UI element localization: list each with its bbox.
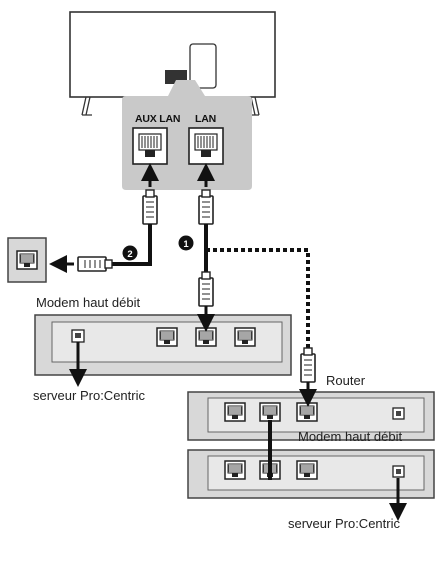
modem-bottom <box>187 449 435 499</box>
svg-text:1: 1 <box>183 239 189 250</box>
badge-1: 1 <box>178 235 194 251</box>
badge-2: 2 <box>122 245 138 261</box>
tv-port-panel: AUX LAN LAN <box>122 80 252 190</box>
cable-2 <box>49 163 159 273</box>
aux-lan-port[interactable] <box>132 127 168 165</box>
modem-top-label: Modem haut débit <box>36 295 141 310</box>
modem-top <box>34 314 292 376</box>
server-bottom-label: serveur Pro:Centric <box>288 516 400 531</box>
router-label: Router <box>326 373 366 388</box>
cable-1-router <box>206 248 317 407</box>
aux-lan-port-label: AUX LAN <box>135 113 180 125</box>
lan-port-label: LAN <box>195 113 216 125</box>
tv-back <box>69 11 276 116</box>
lan-port[interactable] <box>188 127 224 165</box>
server-left-label: serveur Pro:Centric <box>33 388 145 403</box>
cable-1 <box>197 163 215 332</box>
svg-text:2: 2 <box>127 249 132 260</box>
aux-device <box>7 237 47 283</box>
modem-bottom-label: Modem haut débit <box>298 429 403 444</box>
